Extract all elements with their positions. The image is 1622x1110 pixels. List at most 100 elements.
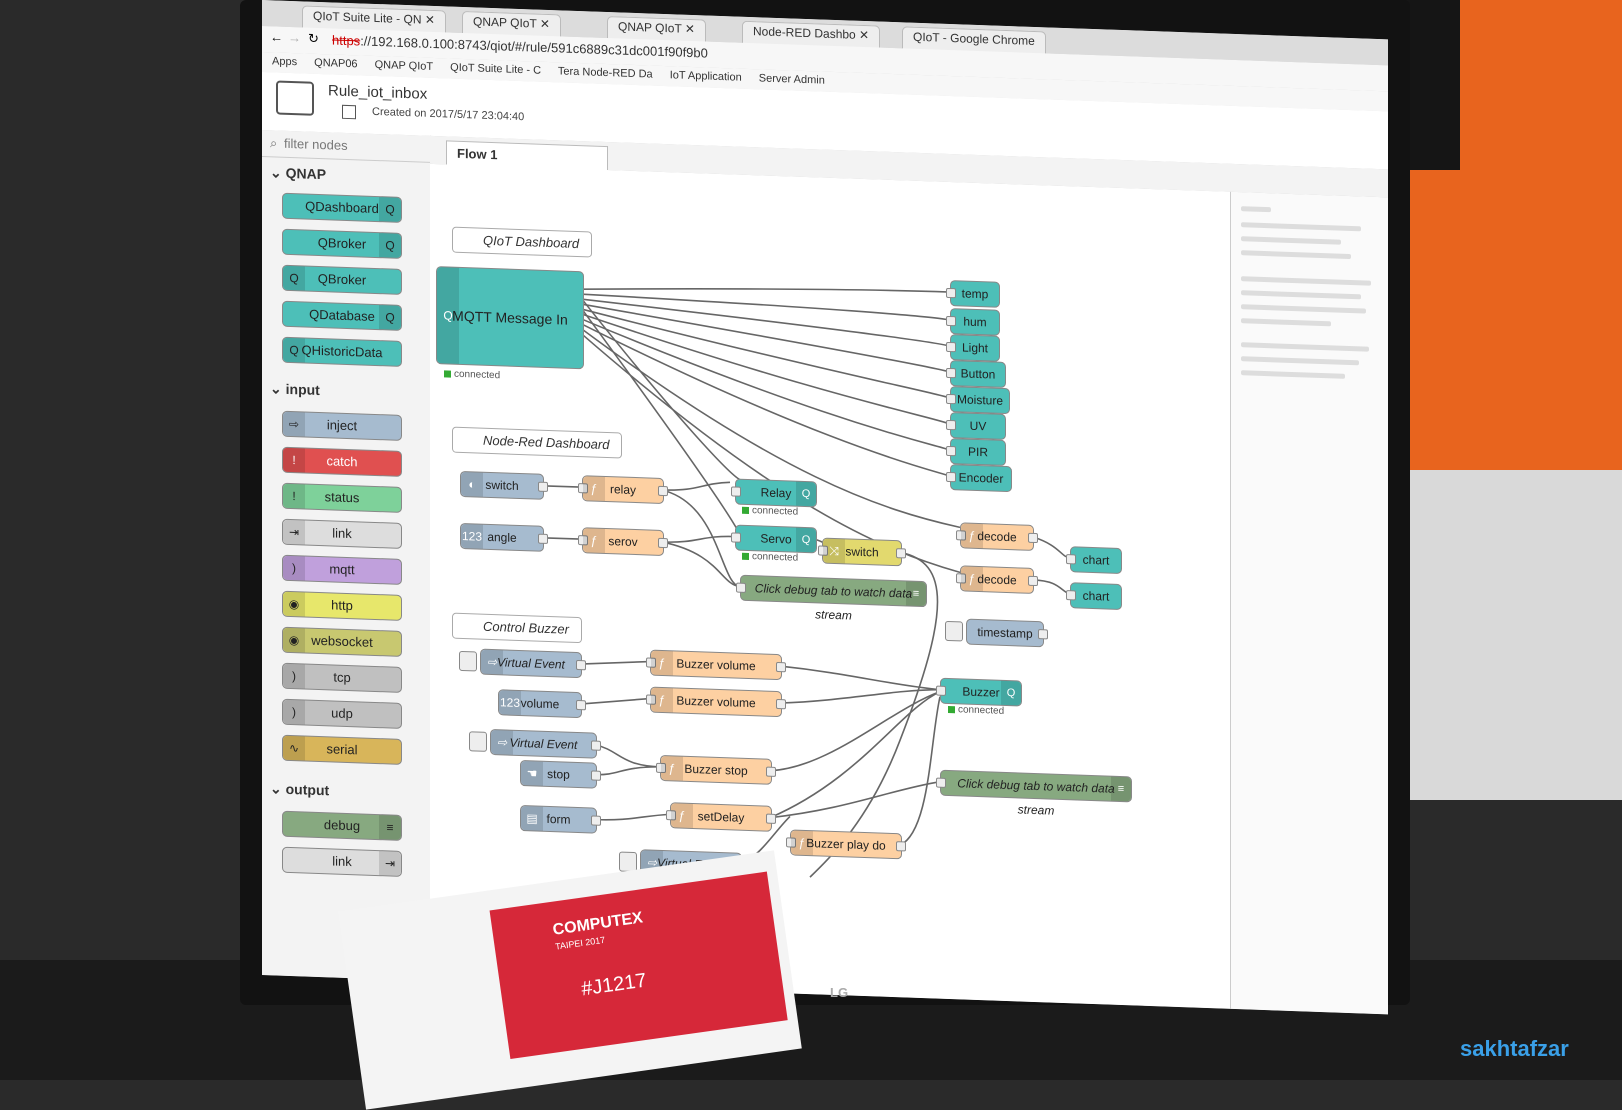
palette-node-inject[interactable]: ⇨inject: [282, 410, 402, 441]
bookmark[interactable]: QNAP06: [314, 56, 358, 71]
node-encoder[interactable]: Encoder: [946, 464, 1012, 493]
node-mqtt-message-in[interactable]: Q MQTT Message In: [436, 266, 584, 370]
palette-node-debug[interactable]: debug≡: [282, 810, 402, 841]
link-icon: ⇥: [379, 851, 401, 876]
function-icon: ƒ: [651, 650, 673, 676]
reload-icon[interactable]: ↻: [308, 30, 319, 46]
watermark: sakhtafzar: [1460, 1036, 1569, 1061]
signal-icon: ): [283, 663, 305, 689]
arrow-icon: ⇨: [283, 411, 305, 437]
qnap-icon: Q: [379, 233, 401, 258]
filter-nodes-input[interactable]: ⌕ filter nodes: [262, 130, 430, 163]
palette-node-serial[interactable]: ∿serial: [282, 734, 402, 765]
node-pir[interactable]: PIR: [946, 438, 1006, 466]
node-uv[interactable]: UV: [946, 412, 1006, 440]
node-timestamp[interactable]: timestamp: [945, 618, 1048, 648]
inject-button[interactable]: [459, 650, 477, 672]
category-input[interactable]: ⌄ input: [270, 380, 320, 399]
node-temp[interactable]: temp: [946, 280, 1000, 308]
palette-node-mqtt[interactable]: )mqtt: [282, 554, 402, 585]
node-light[interactable]: Light: [946, 334, 1000, 362]
bookmark[interactable]: Tera Node-RED Da: [557, 65, 653, 81]
function-icon: ƒ: [961, 523, 983, 549]
forward-icon[interactable]: →: [288, 29, 301, 46]
bookmark[interactable]: Server Admin: [758, 72, 825, 87]
screen: QIoT Suite Lite - QN ✕ QNAP QIoT ✕ QNAP …: [262, 0, 1388, 1015]
comment-qiot-dashboard[interactable]: QIoT Dashboard: [452, 226, 593, 258]
node-hum[interactable]: hum: [946, 308, 1000, 336]
category-output[interactable]: ⌄ output: [270, 780, 330, 799]
node-stop[interactable]: ☚stop: [520, 760, 601, 789]
hand-icon: ☚: [521, 761, 543, 786]
function-icon: ƒ: [661, 755, 683, 781]
number-icon: 123: [461, 523, 483, 549]
palette-node-link[interactable]: ⇥link: [282, 518, 402, 549]
palette-node-udp[interactable]: )udp: [282, 698, 402, 729]
palette-node-http[interactable]: ◉http: [282, 590, 402, 621]
palette-node-status[interactable]: !status: [282, 482, 402, 513]
node-switch-router[interactable]: ⤨switch: [818, 537, 906, 567]
qnap-icon: Q: [283, 337, 305, 363]
palette-node-catch[interactable]: !catch: [282, 446, 402, 477]
inject-button[interactable]: [945, 620, 963, 642]
category-qnap[interactable]: ⌄ QNAP: [270, 164, 327, 183]
rule-icon: [276, 80, 314, 116]
function-icon: ƒ: [583, 476, 605, 501]
bookmark-apps[interactable]: Apps: [272, 55, 298, 69]
node-chart-1[interactable]: chart: [1066, 546, 1122, 575]
inject-button[interactable]: [469, 731, 487, 752]
created-date: Created on 2017/5/17 23:04:40: [372, 105, 525, 124]
palette-node-link-out[interactable]: link⇥: [282, 846, 402, 877]
palette-node-tcp[interactable]: )tcp: [282, 662, 402, 693]
mqtt-status: connected: [444, 368, 500, 382]
product-shelf: [1395, 470, 1622, 800]
function-icon: ƒ: [671, 803, 693, 829]
search-icon: ⌕: [270, 135, 278, 151]
bookmark[interactable]: QIoT Suite Lite - C: [450, 61, 542, 77]
form-icon: ▤: [521, 806, 543, 831]
buzzer-status: connected: [948, 704, 1004, 717]
node-virtual-event-2[interactable]: ⇨Virtual Event: [469, 728, 601, 759]
flow-workspace[interactable]: QIoT Dashboard Node-Red Dashboard Contro…: [430, 163, 1230, 1009]
palette-node-websocket[interactable]: ◉websocket: [282, 626, 402, 657]
globe-icon: ◉: [283, 627, 305, 653]
node-form[interactable]: ▤form: [520, 805, 601, 834]
comment-control-buzzer[interactable]: Control Buzzer: [452, 612, 582, 644]
bookmark[interactable]: QNAP QIoT: [374, 58, 434, 73]
node-switch[interactable]: ◐switch: [460, 470, 548, 500]
arrow-icon: ⇨: [481, 649, 503, 675]
signal-icon: ): [283, 555, 305, 581]
node-chart-2[interactable]: chart: [1066, 582, 1122, 611]
node-moisture[interactable]: Moisture: [946, 386, 1010, 415]
function-icon: ƒ: [791, 830, 813, 856]
bookmark[interactable]: IoT Application: [669, 69, 742, 84]
qnap-icon: Q: [796, 527, 816, 553]
node-virtual-event-1[interactable]: ⇨Virtual Event: [459, 648, 586, 679]
back-icon[interactable]: ←: [270, 29, 283, 45]
node-button[interactable]: Button: [946, 360, 1006, 388]
servo-status: connected: [742, 551, 798, 564]
function-icon: ƒ: [961, 566, 983, 592]
edit-icon[interactable]: [342, 104, 356, 120]
alert-icon: !: [283, 447, 305, 473]
